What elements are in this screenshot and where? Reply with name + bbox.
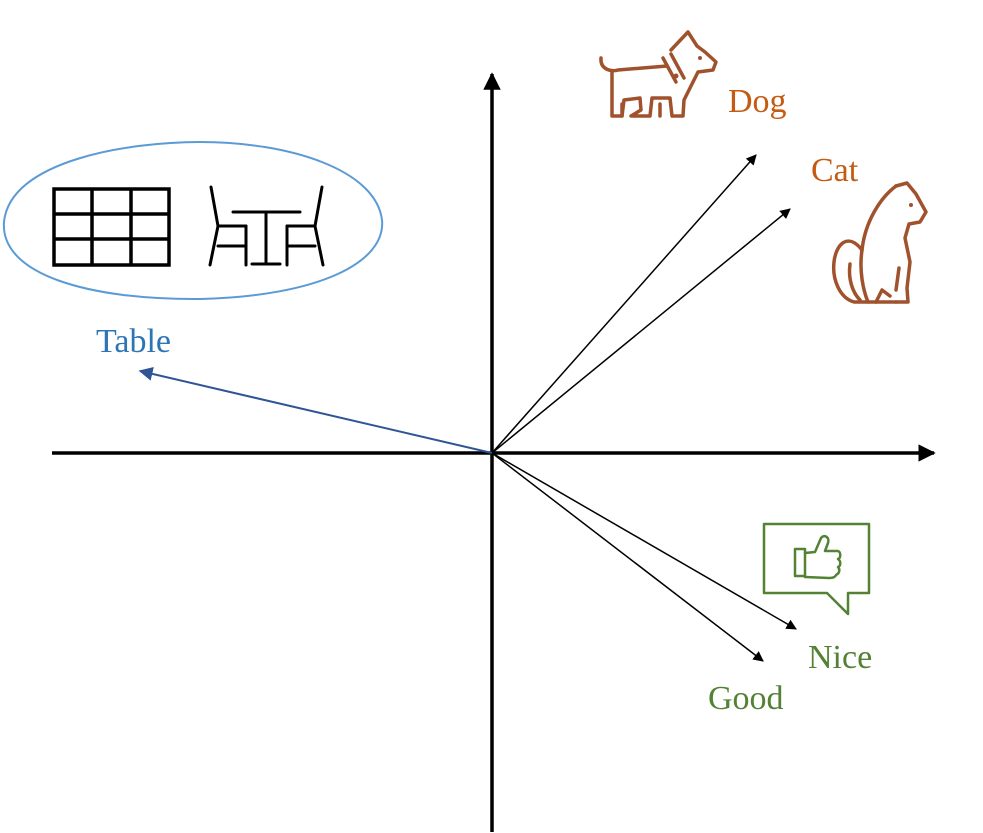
cat-vector <box>491 208 791 454</box>
dog-label: Dog <box>728 83 787 120</box>
table-cluster <box>2 140 384 301</box>
table-with-chairs-icon <box>208 185 325 267</box>
dog-vector <box>491 154 757 454</box>
vectors <box>138 154 797 662</box>
table-cluster-outline <box>2 140 384 301</box>
dog-icon <box>599 30 718 118</box>
table-grid-icon <box>52 187 171 267</box>
table-label: Table <box>96 323 171 360</box>
nice-label: Nice <box>808 639 872 676</box>
cat-icon <box>831 181 928 304</box>
good-label: Good <box>708 680 784 717</box>
nice-vector <box>491 452 797 630</box>
good-vector <box>491 452 764 662</box>
cat-label: Cat <box>811 152 859 189</box>
table-vector <box>138 367 493 454</box>
thumbs-up-speech-bubble-icon <box>762 522 871 616</box>
